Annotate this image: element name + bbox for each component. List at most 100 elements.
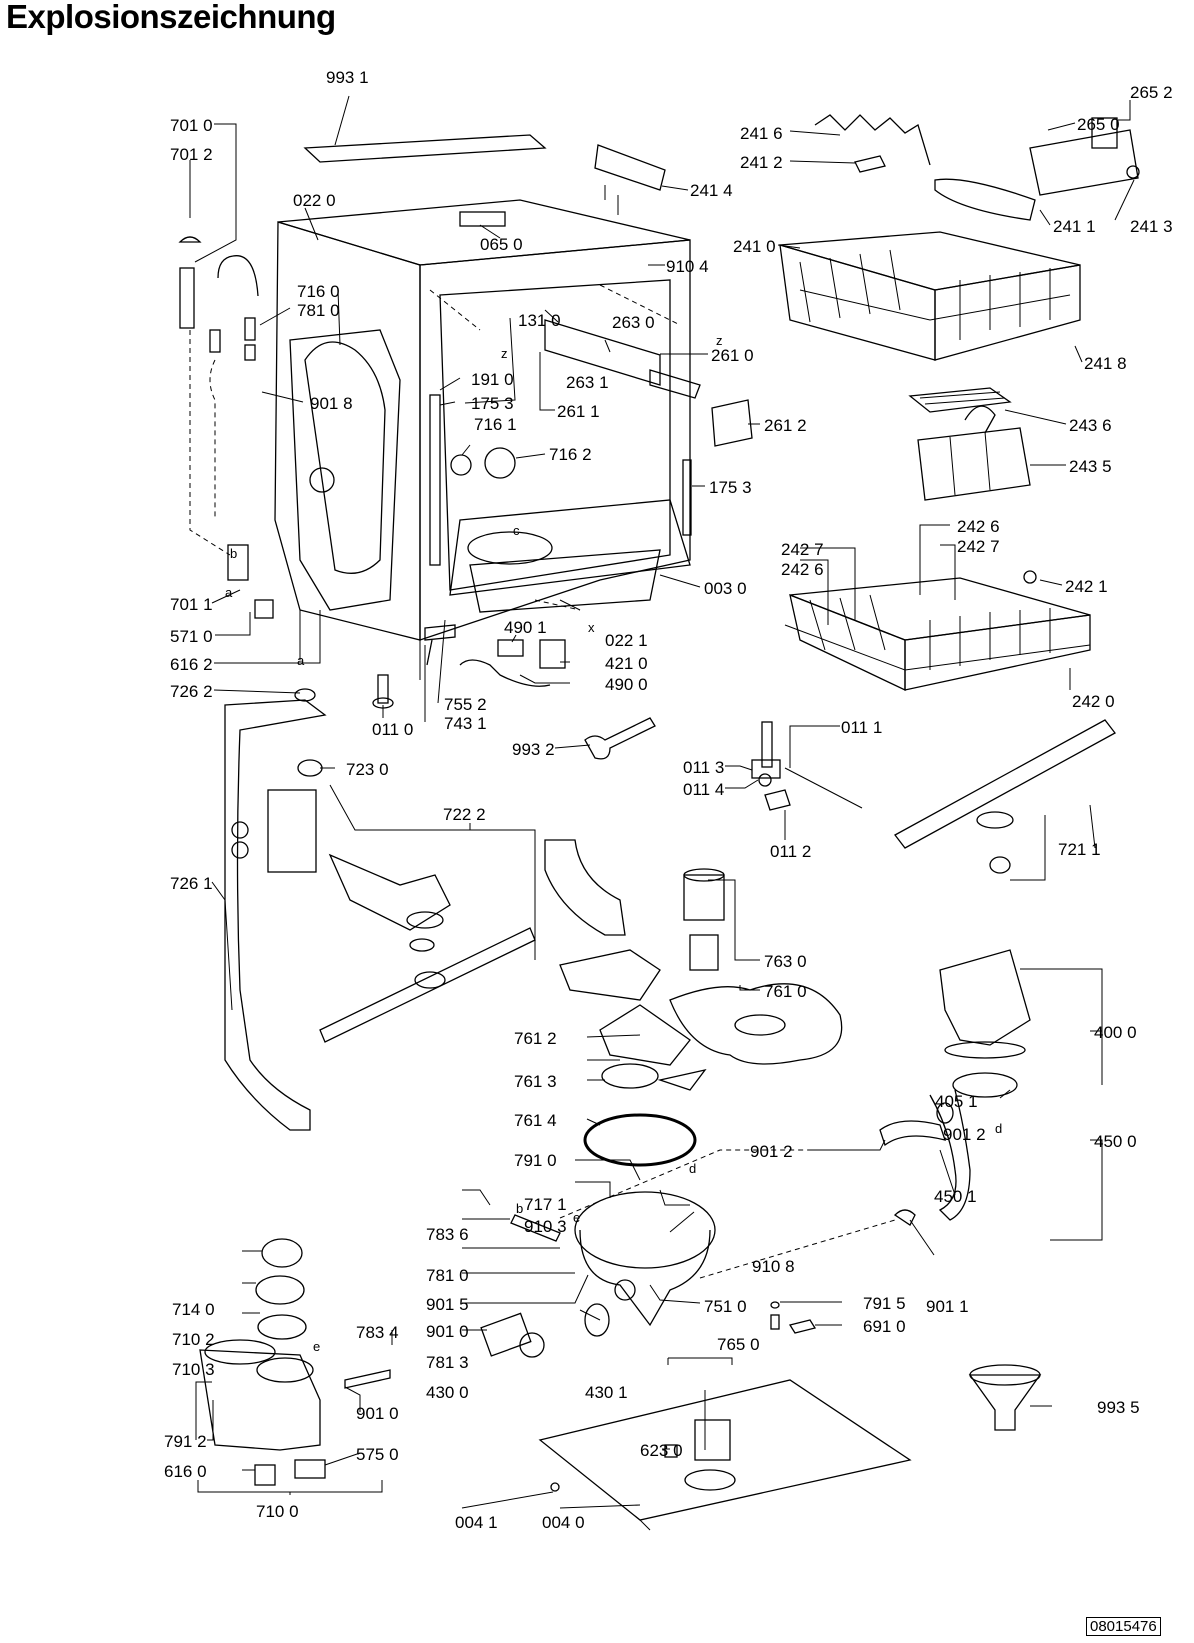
part-label: 242 6 xyxy=(781,560,824,579)
part-label: 131 0 xyxy=(518,311,561,330)
part-label: 901 0 xyxy=(426,1322,469,1341)
part-label: 011 2 xyxy=(770,842,811,861)
part-label: 011 3 xyxy=(683,758,724,777)
part-label: 993 2 xyxy=(512,740,555,759)
part-label: 993 5 xyxy=(1097,1398,1140,1417)
part-label: 242 6 xyxy=(957,517,1000,536)
part-label: 751 0 xyxy=(704,1297,747,1316)
part-label: 241 4 xyxy=(690,181,733,200)
part-label: 623 0 xyxy=(640,1441,683,1460)
part-label: 261 0 xyxy=(711,346,754,365)
part-label: 265 2 xyxy=(1130,83,1173,102)
part-label: 726 2 xyxy=(170,682,213,701)
part-label: 781 0 xyxy=(297,301,340,320)
part-label: 721 1 xyxy=(1058,840,1101,859)
part-label: 400 0 xyxy=(1094,1023,1137,1042)
part-label: 243 5 xyxy=(1069,457,1112,476)
part-label: 265 0 xyxy=(1077,115,1120,134)
part-label: 616 2 xyxy=(170,655,213,674)
part-label: 716 2 xyxy=(549,445,592,464)
part-label: 004 0 xyxy=(542,1513,585,1532)
ref-letter: a xyxy=(225,585,233,600)
part-label: 571 0 xyxy=(170,627,213,646)
part-label: 430 0 xyxy=(426,1383,469,1402)
part-label: 716 1 xyxy=(474,415,517,434)
part-label: 191 0 xyxy=(471,370,514,389)
part-label: 901 0 xyxy=(356,1404,399,1423)
part-label: 761 0 xyxy=(764,982,807,1001)
part-label: 261 2 xyxy=(764,416,807,435)
part-label: 761 3 xyxy=(514,1072,557,1091)
part-label: 004 1 xyxy=(455,1513,498,1532)
part-label: 761 4 xyxy=(514,1111,557,1130)
part-label: 765 0 xyxy=(717,1335,760,1354)
document-number: 08015476 xyxy=(1086,1617,1161,1636)
part-label: 261 1 xyxy=(557,402,600,421)
part-label: 242 7 xyxy=(781,540,824,559)
part-label: 241 3 xyxy=(1130,217,1173,236)
ref-letter: c xyxy=(513,523,520,538)
part-label: 710 3 xyxy=(172,1360,215,1379)
parts-drawing xyxy=(178,95,1140,1531)
part-label: 791 2 xyxy=(164,1432,207,1451)
part-label: 701 2 xyxy=(170,145,213,164)
part-label: 421 0 xyxy=(605,654,648,673)
part-label: 743 1 xyxy=(444,714,487,733)
part-label: 691 0 xyxy=(863,1317,906,1336)
part-label: 241 0 xyxy=(733,237,776,256)
part-label: 241 1 xyxy=(1053,217,1096,236)
part-label: 901 8 xyxy=(310,394,353,413)
part-label: 791 5 xyxy=(863,1294,906,1313)
part-label: 430 1 xyxy=(585,1383,628,1402)
ref-letter: x xyxy=(588,620,595,635)
part-label: 714 0 xyxy=(172,1300,215,1319)
part-label: 065 0 xyxy=(480,235,523,254)
part-label: 901 2 xyxy=(943,1125,986,1144)
part-label: 901 5 xyxy=(426,1295,469,1314)
ref-letter: z xyxy=(501,346,508,361)
part-label: 011 0 xyxy=(372,720,413,739)
part-label: 723 0 xyxy=(346,760,389,779)
part-label: 717 1 xyxy=(524,1195,567,1214)
part-label: 241 6 xyxy=(740,124,783,143)
part-label: 763 0 xyxy=(764,952,807,971)
part-label: 791 0 xyxy=(514,1151,557,1170)
part-label: 243 6 xyxy=(1069,416,1112,435)
part-label: 011 4 xyxy=(683,780,724,799)
part-label: 726 1 xyxy=(170,874,213,893)
part-label: 175 3 xyxy=(709,478,752,497)
part-label: 575 0 xyxy=(356,1445,399,1464)
part-label: 761 2 xyxy=(514,1029,557,1048)
part-label: 490 1 xyxy=(504,618,547,637)
part-label: 241 2 xyxy=(740,153,783,172)
part-label: 993 1 xyxy=(326,68,369,87)
part-label: 722 2 xyxy=(443,805,486,824)
reference-letters: b a a c x z z d d b e e xyxy=(225,333,1002,1354)
part-label: 011 1 xyxy=(841,718,882,737)
part-label: 241 8 xyxy=(1084,354,1127,373)
part-label: 781 3 xyxy=(426,1353,469,1372)
leader-lines xyxy=(189,100,1135,1509)
part-label: 781 0 xyxy=(426,1266,469,1285)
part-label: 716 0 xyxy=(297,282,340,301)
part-label: 710 2 xyxy=(172,1330,215,1349)
part-label: 490 0 xyxy=(605,675,648,694)
part-label: 710 0 xyxy=(256,1502,299,1521)
ref-letter: d xyxy=(689,1161,696,1176)
part-label: 022 0 xyxy=(293,191,336,210)
reference-dashes xyxy=(429,284,896,1279)
part-label: 910 4 xyxy=(666,257,709,276)
part-label: 901 1 xyxy=(926,1297,969,1316)
part-label: 263 1 xyxy=(566,373,609,392)
part-label: 783 4 xyxy=(356,1323,399,1342)
part-label: 701 1 xyxy=(170,595,213,614)
part-labels: 993 1 701 0 701 2 022 0 065 0 910 4 716 … xyxy=(164,68,1173,1532)
ref-letter: b xyxy=(516,1201,523,1216)
part-label: 910 3 xyxy=(524,1217,567,1236)
part-label: 242 7 xyxy=(957,537,1000,556)
part-label: 022 1 xyxy=(605,631,648,650)
page-title: Explosionszeichnung xyxy=(6,0,336,35)
part-label: 263 0 xyxy=(612,313,655,332)
ref-letter: a xyxy=(297,653,305,668)
